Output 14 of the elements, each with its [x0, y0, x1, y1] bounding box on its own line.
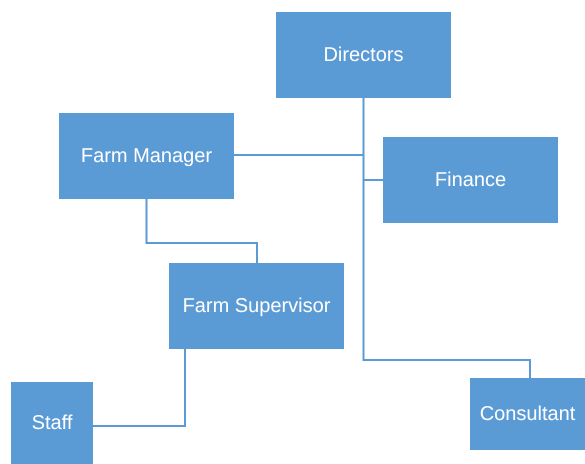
org-box [59, 113, 234, 199]
box-label: Consultant [480, 402, 576, 426]
box-label: Farm Supervisor [182, 294, 330, 318]
org-box [276, 12, 451, 98]
box-label: Farm Manager [80, 144, 212, 168]
org-box [11, 382, 93, 464]
org-box [383, 137, 558, 223]
connector-line [146, 199, 258, 263]
box-label: Directors [323, 44, 404, 66]
box-label: Finance [434, 168, 506, 192]
org-box [169, 263, 344, 349]
connector-line [93, 349, 186, 427]
org-box [470, 378, 585, 450]
box-label: Staff [32, 412, 72, 434]
